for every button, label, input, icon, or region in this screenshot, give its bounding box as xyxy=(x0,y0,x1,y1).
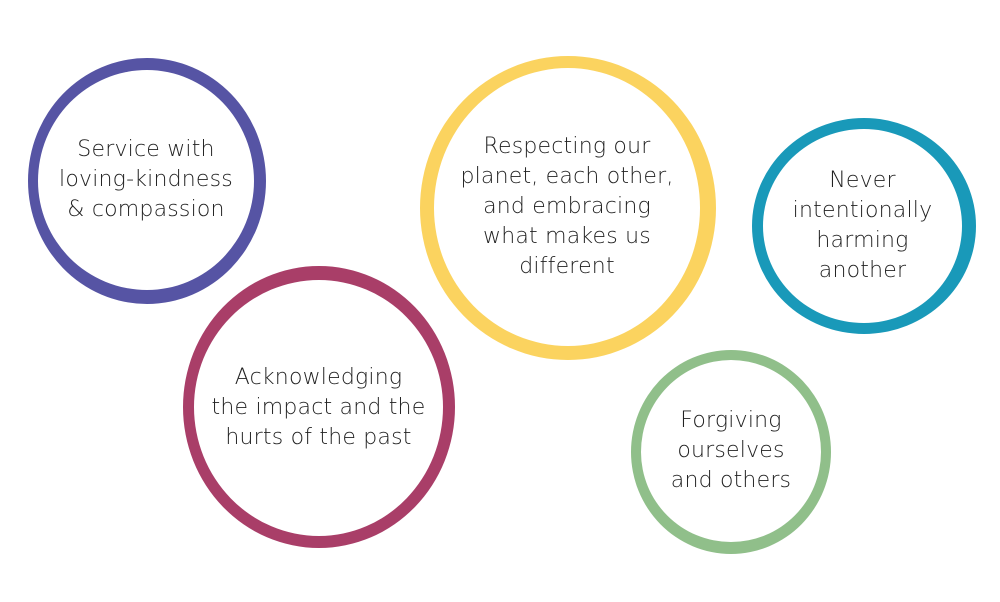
circle-text-line: planet, each other, xyxy=(460,164,674,189)
circle-forgive: Forgiving ourselves and others xyxy=(631,350,831,554)
circle-acknowledge: Acknowledging the impact and the hurts o… xyxy=(183,266,455,548)
circle-text-line: & compassion xyxy=(67,197,225,222)
circle-respect: Respecting our planet, each other, and e… xyxy=(420,56,716,360)
circle-text-line: what makes us xyxy=(483,224,651,249)
circle-text-line: Acknowledging xyxy=(234,365,403,390)
circle-text-line: Never xyxy=(829,168,896,193)
circle-text-line: and others xyxy=(670,468,792,493)
circle-text-line: and embracing xyxy=(483,194,651,219)
circle-text-line: ourselves xyxy=(677,438,785,463)
circle-never: Never intentionally harming another xyxy=(752,118,976,334)
circle-text-line: Respecting our xyxy=(483,134,651,159)
circle-respect-text: Respecting our planet, each other, and e… xyxy=(460,132,673,282)
circle-text-line: loving-kindness xyxy=(59,167,233,192)
circle-text-line: hurts of the past xyxy=(225,425,412,450)
circle-text-line: Service with xyxy=(77,137,215,162)
circle-text-line: different xyxy=(519,254,615,279)
circle-service-text: Service with loving-kindness & compassio… xyxy=(59,135,233,225)
circle-text-line: harming xyxy=(816,228,909,253)
circle-text-line: another xyxy=(818,258,907,283)
circle-text-line: the impact and the xyxy=(211,395,426,420)
circle-text-line: Forgiving xyxy=(680,408,782,433)
circle-never-text: Never intentionally harming another xyxy=(793,166,933,286)
circle-text-line: intentionally xyxy=(792,198,933,223)
circle-acknowledge-text: Acknowledging the impact and the hurts o… xyxy=(212,363,426,453)
circle-service: Service with loving-kindness & compassio… xyxy=(28,58,266,304)
circle-forgive-text: Forgiving ourselves and others xyxy=(671,406,791,496)
